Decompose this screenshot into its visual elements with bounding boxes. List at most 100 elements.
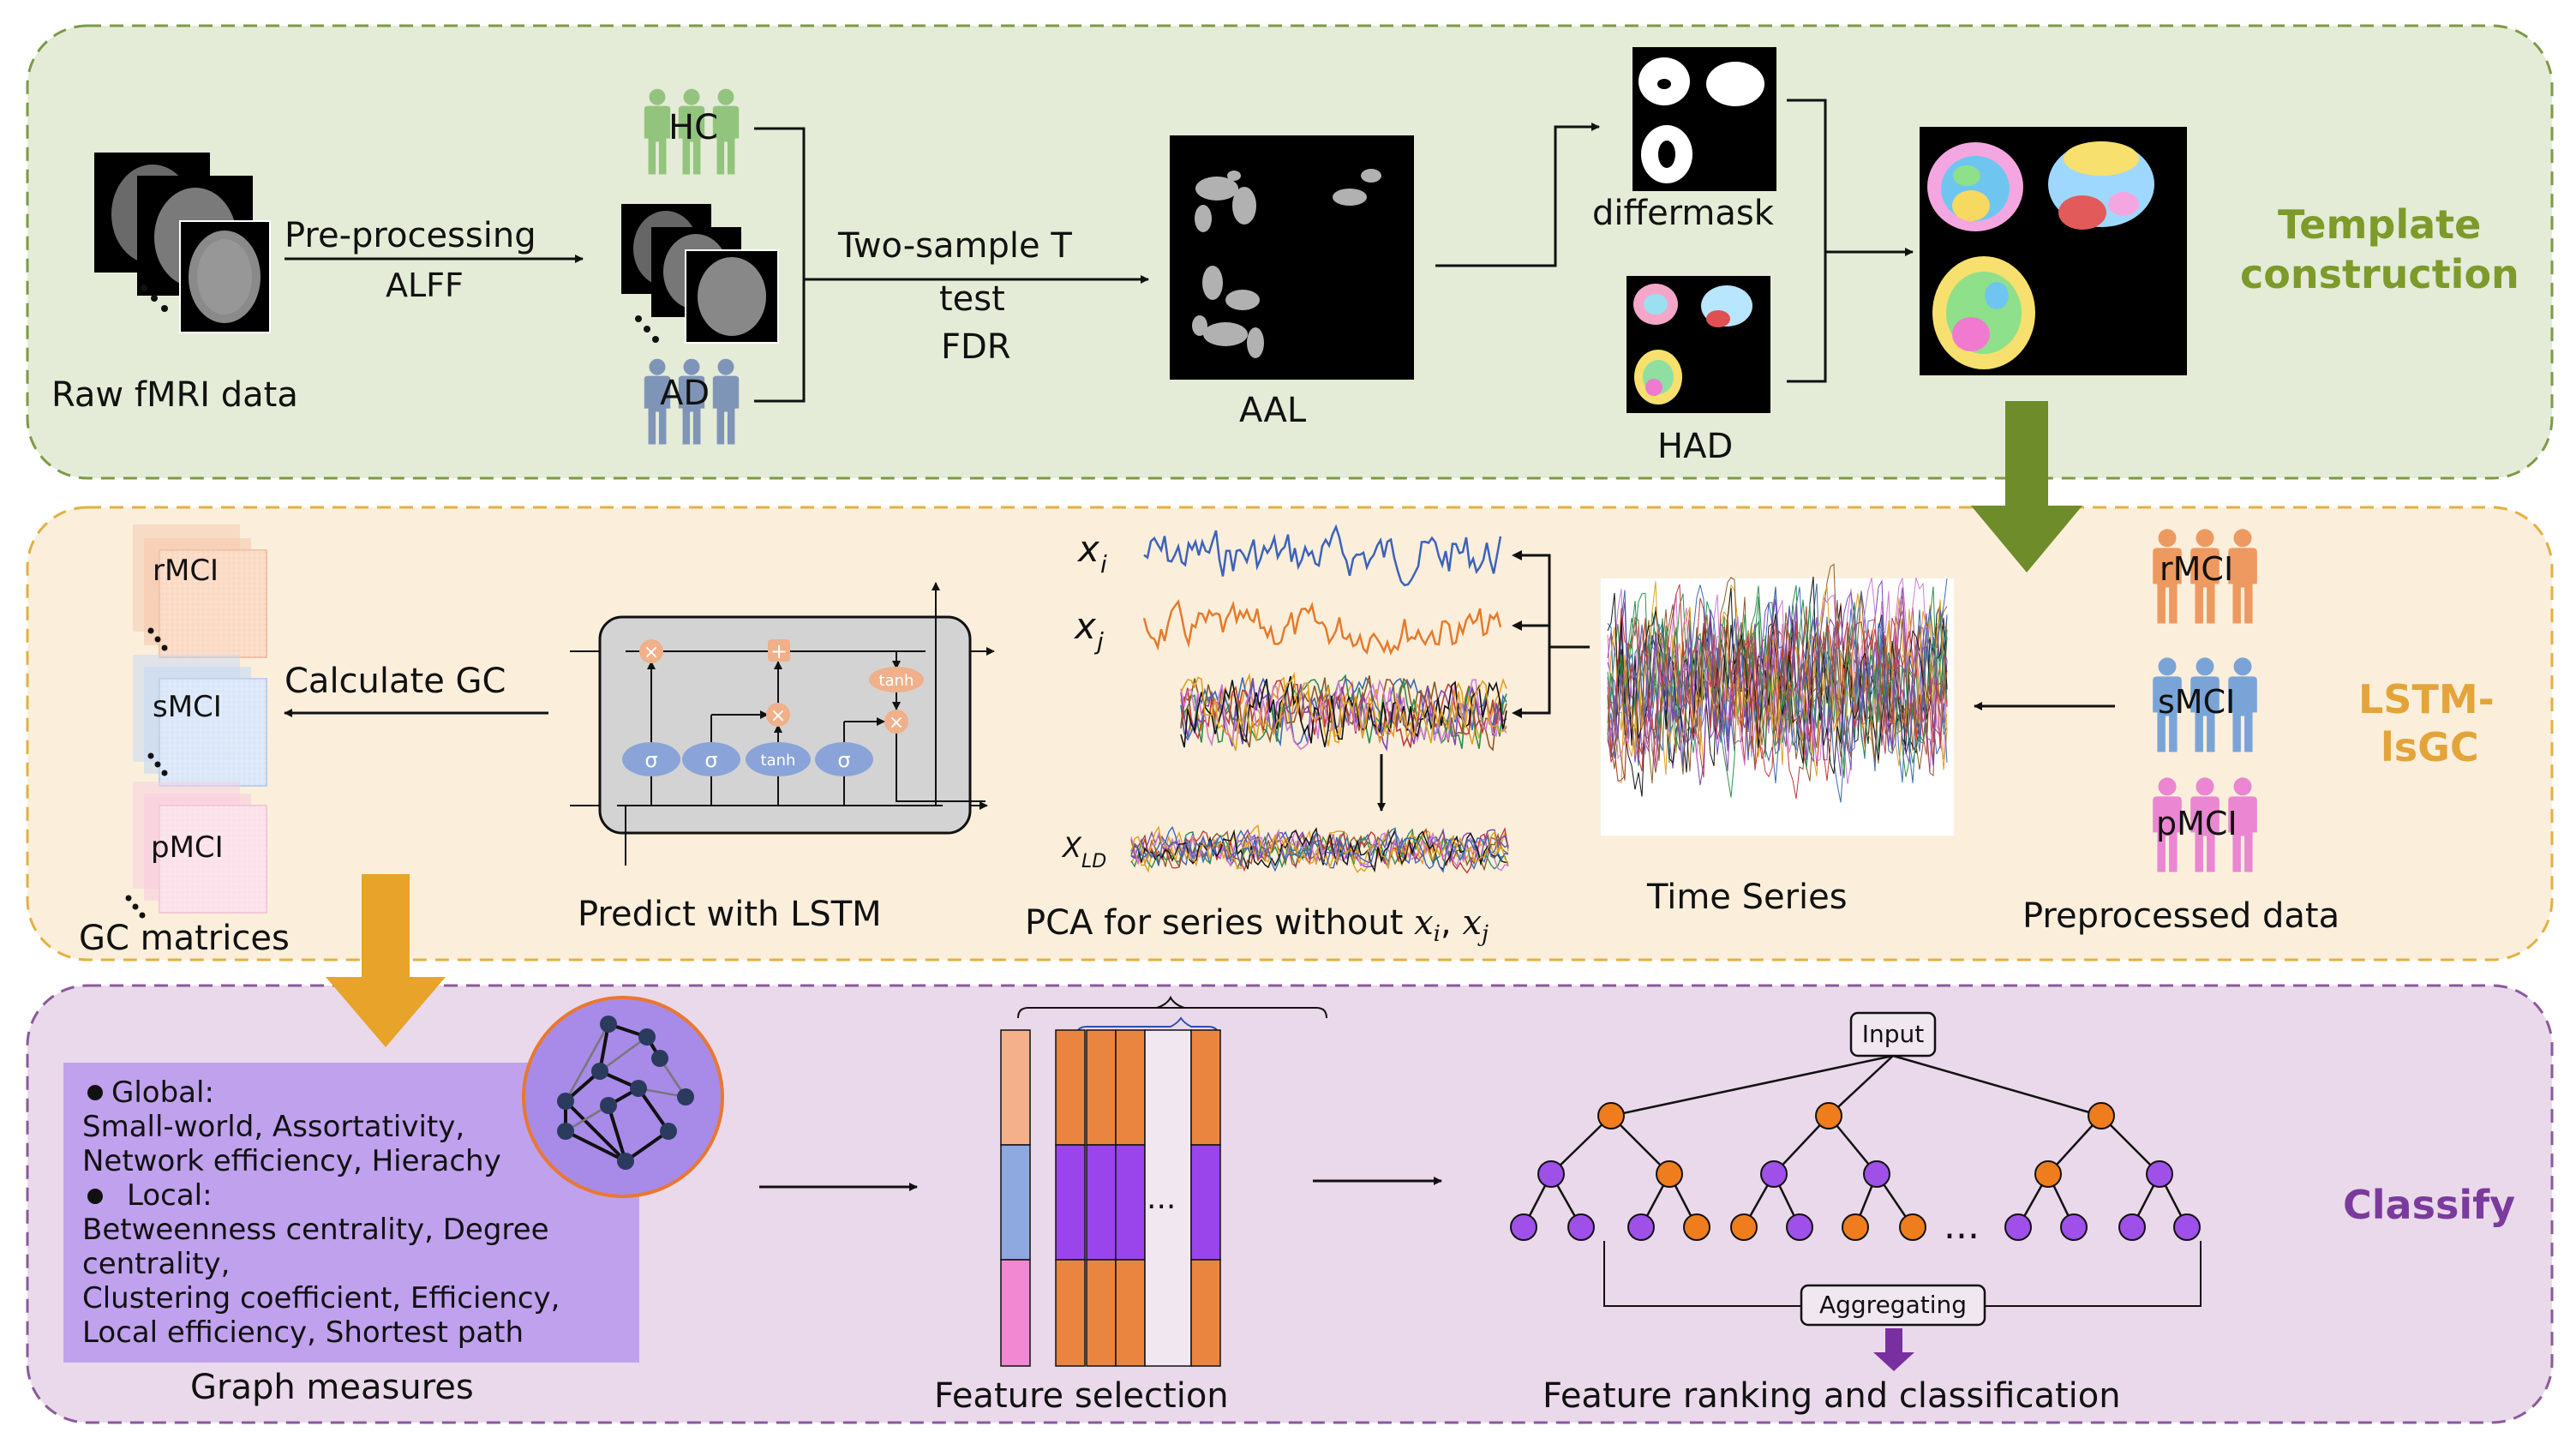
feature-cell: [1190, 1029, 1221, 1146]
prep-smci-label: sMCI: [2158, 683, 2235, 721]
series-line: [1130, 827, 1509, 873]
gc-matrices-label: GC matrices: [79, 919, 290, 958]
section-title-template-2: construction: [2240, 251, 2519, 297]
had-image: [1626, 276, 1770, 413]
differmask-label: differmask: [1592, 194, 1775, 233]
feature-cell: [1055, 1029, 1086, 1146]
series-xi-line: [1143, 524, 1502, 587]
tree-node: [1815, 1102, 1842, 1129]
gc-matrix-rmci: [133, 524, 267, 658]
section-title-classify: Classify: [2343, 1182, 2515, 1228]
ts-feed-head-2: [1512, 620, 1522, 631]
alff-brain-stack: [621, 204, 779, 344]
green-down-arrow: [1971, 401, 2082, 572]
input-node-label: Input: [1862, 1020, 1925, 1048]
ttest-label-1: Two-sample T: [837, 226, 1072, 266]
ellipsis-dots-smci: [147, 752, 168, 776]
aal-output-arrow: [1435, 123, 1600, 267]
pca-label: PCA for series without xi, xj: [1025, 903, 1489, 947]
tree-node: [1842, 1213, 1869, 1241]
raw-fmri-label: Raw fMRI data: [51, 375, 298, 415]
tree-node: [2004, 1213, 2032, 1241]
tree-node: [1537, 1160, 1565, 1188]
gc-smci-label: sMCI: [153, 690, 222, 724]
prep-rmci-label: rMCI: [2160, 550, 2233, 588]
svg-text:PCA for series without xi, xj: PCA for series without xi, xj: [1025, 903, 1489, 947]
graph-global-label: Global:: [111, 1076, 214, 1110]
feature-brace-inner: [1075, 1016, 1219, 1038]
feature-ranking-label: Feature ranking and classification: [1543, 1376, 2121, 1416]
svg-text:tanh: tanh: [879, 672, 914, 690]
svg-text:σ: σ: [837, 748, 850, 772]
tree-edge: [1892, 1054, 2102, 1117]
feature-columns: [1055, 1029, 1221, 1367]
differmask-image: [1632, 47, 1776, 191]
gc-matrix-smci: [133, 655, 267, 787]
graph-local-label: Local:: [127, 1178, 213, 1213]
random-forest: [1510, 1054, 2201, 1241]
tree-node: [2173, 1213, 2201, 1241]
svg-text:×: ×: [644, 642, 659, 663]
series-line: [1130, 827, 1509, 873]
svg-text:×: ×: [889, 712, 904, 734]
series-line: [1607, 591, 1948, 766]
feature-ellipsis: ...: [1147, 1181, 1176, 1216]
aggregating-label: Aggregating: [1819, 1291, 1967, 1319]
series-line: [1180, 675, 1507, 748]
graph-line-5: Clustering coefficient, Efficiency,: [82, 1281, 560, 1315]
time-series-label: Time Series: [1646, 878, 1848, 917]
ellipsis-dots-rmci: [147, 627, 168, 651]
svg-text:σ: σ: [644, 748, 657, 772]
tree-node: [1760, 1160, 1788, 1188]
ttest-label-2: test: [939, 279, 1005, 319]
ts-feed-arrows: [1521, 554, 1590, 715]
gc-rmci-label: rMCI: [153, 554, 219, 588]
prep-pmci-label: pMCI: [2156, 805, 2238, 842]
tree-node: [2146, 1160, 2173, 1188]
tree-node: [2088, 1102, 2115, 1129]
tree-node: [2118, 1213, 2146, 1241]
series-line: [1180, 671, 1507, 752]
svg-text:σ: σ: [704, 748, 717, 772]
series-line: [1607, 599, 1948, 764]
lstm-op-tanh: tanh: [869, 667, 924, 692]
ts-feed-head-3: [1512, 708, 1522, 718]
lstm-op-times-1: ×: [639, 639, 663, 663]
brain-network-graph: [522, 996, 724, 1198]
lstm-op-times-3: ×: [884, 710, 908, 734]
feature-cell: [1086, 1029, 1117, 1146]
aal-label: AAL: [1239, 391, 1307, 430]
feature-cell: [1055, 1144, 1086, 1261]
svg-text:tanh: tanh: [761, 752, 796, 770]
feature-cell: [1055, 1259, 1086, 1367]
section-title-template-1: Template: [2278, 201, 2481, 248]
tree-node: [1683, 1213, 1710, 1241]
lstm-gate-sigma-2: σ: [682, 742, 740, 776]
ttest-label-3: FDR: [941, 327, 1011, 367]
tree-edge: [1828, 1055, 1894, 1117]
template-image: [1920, 127, 2187, 375]
gc-matrix-pmci: [133, 782, 267, 914]
tree-node: [2034, 1160, 2062, 1188]
tree-node: [1627, 1213, 1655, 1241]
tree-edge: [1610, 1054, 1894, 1117]
feature-cell: [1115, 1259, 1146, 1367]
graph-measures-label: Graph measures: [190, 1368, 474, 1407]
feature-column-labels: [1000, 1029, 1031, 1367]
series-line: [1607, 563, 1948, 781]
feature-cell: [1115, 1029, 1146, 1146]
tree-node: [1597, 1102, 1625, 1129]
bullet-local: [87, 1189, 103, 1204]
svg-text:+: +: [770, 639, 788, 663]
tree-node: [2060, 1213, 2088, 1241]
xi-label: x i: [1076, 528, 1107, 578]
section-title-lstm-1: LSTM-: [2358, 676, 2495, 722]
series-line: [1607, 584, 1948, 772]
feature-selection-label: Feature selection: [934, 1376, 1229, 1416]
lstm-op-times-2: ×: [766, 703, 790, 727]
section-title-lstm-2: lsGC: [2381, 724, 2479, 770]
lstm-op-plus: +: [768, 639, 790, 663]
aggregating-down-arrow: [1873, 1328, 1914, 1371]
input-node: [1849, 1011, 1937, 1058]
ts-feed-head-1: [1512, 550, 1522, 560]
